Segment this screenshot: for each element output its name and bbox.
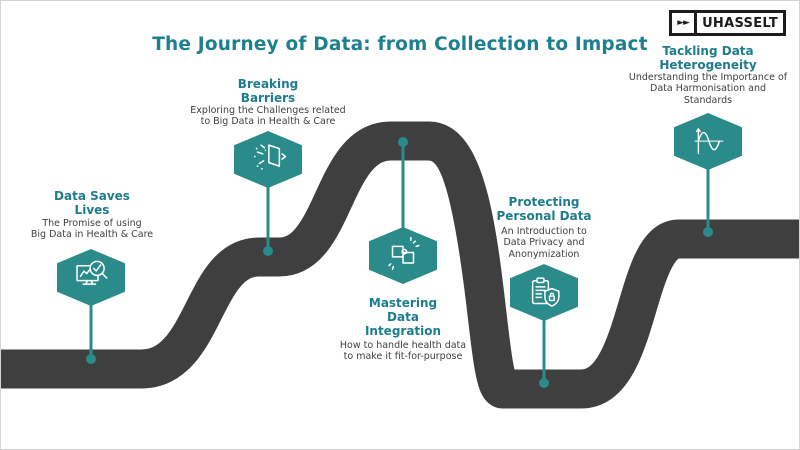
milestone-description: Understanding the Importance of Data Har… bbox=[629, 72, 787, 106]
title-line: Lives bbox=[74, 202, 110, 217]
title-line: Data Saves bbox=[54, 189, 130, 203]
desc-line: Data Harmonisation and bbox=[650, 83, 766, 95]
logo-arrows-icon: ►► bbox=[672, 13, 698, 33]
milestone-dot bbox=[398, 137, 408, 147]
milestone-dot bbox=[703, 227, 713, 237]
milestone-description: Exploring the Challenges related to Big … bbox=[190, 105, 345, 128]
monitor-analysis-icon bbox=[76, 260, 108, 285]
milestone-description: The Promise of using Big Data in Health … bbox=[31, 218, 153, 241]
desc-line: Big Data in Health & Care bbox=[30, 229, 154, 241]
milestone-dot bbox=[539, 378, 549, 388]
logo-brand-text: UHASSELT bbox=[702, 15, 778, 31]
road-path bbox=[1, 121, 799, 409]
milestone-title: Protecting Personal Data bbox=[496, 195, 592, 224]
title-line: Heterogeneity bbox=[659, 57, 757, 72]
milestone-title: Tackling Data Heterogeneity bbox=[659, 44, 757, 73]
milestone-description: How to handle health data to make it fit… bbox=[340, 340, 466, 363]
title-line: Protecting bbox=[508, 195, 580, 209]
desc-line: Standards bbox=[683, 94, 733, 106]
title-line: Integration bbox=[364, 323, 442, 338]
milestone-title: Data Saves Lives bbox=[54, 189, 130, 218]
milestone-description: An Introduction to Data Privacy and Anon… bbox=[501, 226, 587, 260]
uhasselt-logo: ►► UHASSELT bbox=[669, 10, 786, 36]
title-line: Data bbox=[387, 309, 419, 324]
milestone-title: Breaking Barriers bbox=[237, 77, 299, 106]
milestone-dot bbox=[263, 246, 273, 256]
milestone-dot bbox=[86, 354, 96, 364]
clipboard-shield-icon bbox=[531, 276, 560, 307]
desc-line: The Promise of using bbox=[42, 218, 142, 229]
desc-line: Anonymization bbox=[508, 248, 580, 260]
desc-line: Exploring the Challenges related bbox=[190, 105, 346, 116]
desc-line: to Big Data in Health & Care bbox=[200, 116, 336, 128]
title-line: Personal Data bbox=[496, 208, 592, 223]
title-line: Tackling Data bbox=[662, 44, 754, 58]
milestone-hexagon bbox=[369, 227, 437, 284]
puzzle-pieces-icon bbox=[388, 236, 420, 270]
page-title: The Journey of Data: from Collection to … bbox=[152, 34, 648, 55]
milestone-hexagon bbox=[57, 249, 125, 306]
title-line: Breaking bbox=[237, 77, 299, 91]
desc-line: How to handle health data bbox=[339, 340, 467, 351]
desc-line: An Introduction to bbox=[501, 226, 587, 237]
desc-line: Understanding the Importance of bbox=[628, 72, 788, 83]
title-line: Barriers bbox=[240, 90, 296, 105]
sine-wave-icon bbox=[694, 127, 724, 154]
milestone-title: Mastering Data Integration bbox=[364, 296, 442, 338]
desc-line: Data Privacy and bbox=[503, 237, 585, 249]
title-line: Mastering bbox=[368, 296, 438, 310]
breakthrough-door-icon bbox=[254, 143, 287, 170]
desc-line: to make it fit-for-purpose bbox=[343, 351, 463, 363]
